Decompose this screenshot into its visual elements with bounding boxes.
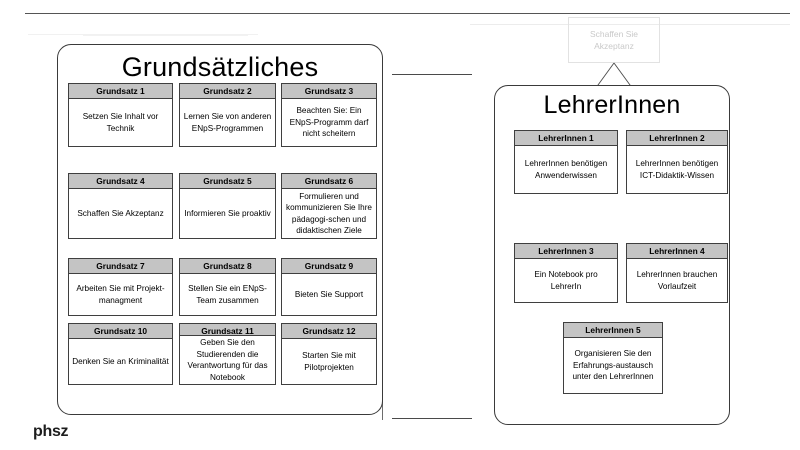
mid-rule-upper: [392, 74, 472, 75]
faint-rule-right: [470, 24, 790, 25]
card-body: Geben Sie den Studierenden die Verantwor…: [187, 338, 268, 382]
faint-rule-left: [28, 34, 258, 35]
card-grundsatz-12[interactable]: Grundsatz 12 Starten Sie mit Pilotprojek…: [281, 323, 377, 385]
card-grundsatz-10[interactable]: Grundsatz 10 Denken Sie an Kriminalität: [68, 323, 173, 385]
panel-left-title: Grundsätzliches: [121, 52, 319, 82]
card-grundsatz-1[interactable]: Grundsatz 1 Setzen Sie Inhalt vor Techni…: [68, 83, 173, 147]
card-grundsatz-3[interactable]: Grundsatz 3 Beachten Sie: Ein ENpS-Progr…: [281, 83, 377, 147]
card-body: Bieten Sie Support: [294, 289, 364, 299]
card-header: Grundsatz 2: [180, 84, 275, 99]
card-lehrerinnen-4[interactable]: LehrerInnen 4 LehrerInnen brauchen Vorla…: [626, 243, 728, 303]
ghost-box-line1: Schaffen Sie: [589, 29, 639, 39]
ghost-box-line2: Akzeptanz: [594, 41, 634, 51]
card-body: Informieren Sie proaktiv: [184, 208, 271, 218]
card-header: Grundsatz 3: [282, 84, 376, 99]
panel-right-title: LehrerInnen: [543, 91, 681, 119]
card-body: LehrerInnen benötigen Anwenderwissen: [524, 159, 608, 180]
card-header: Grundsatz 6: [282, 174, 376, 189]
card-header: Grundsatz 8: [180, 259, 275, 274]
card-lehrerinnen-3[interactable]: LehrerInnen 3 Ein Notebook pro LehrerIn: [514, 243, 618, 303]
top-divider-rule: [25, 13, 790, 14]
card-grundsatz-7[interactable]: Grundsatz 7 Arbeiten Sie mit Projekt-man…: [68, 258, 173, 316]
mid-rule-lower: [392, 418, 472, 419]
card-header: Grundsatz 4: [69, 174, 172, 189]
card-grundsatz-9[interactable]: Grundsatz 9 Bieten Sie Support: [281, 258, 377, 316]
card-grundsatz-5[interactable]: Grundsatz 5 Informieren Sie proaktiv: [179, 173, 276, 239]
card-header: LehrerInnen 1: [515, 131, 617, 146]
card-header: Grundsatz 11: [180, 324, 275, 337]
card-header: Grundsatz 7: [69, 259, 172, 274]
card-body: Starten Sie mit Pilotprojekten: [302, 351, 356, 372]
card-body: Ein Notebook pro LehrerIn: [534, 270, 598, 291]
card-body: LehrerInnen benötigen ICT-Didaktik-Wisse…: [635, 159, 719, 180]
card-body: Formulieren und kommunizieren Sie Ihre p…: [285, 191, 372, 235]
card-body: Schaffen Sie Akzeptanz: [77, 208, 164, 218]
card-lehrerinnen-1[interactable]: LehrerInnen 1 LehrerInnen benötigen Anwe…: [514, 130, 618, 194]
card-header: LehrerInnen 4: [627, 244, 727, 259]
card-header: Grundsatz 9: [282, 259, 376, 274]
faint-rule-left-inner: [83, 35, 248, 36]
card-body: Stellen Sie ein ENpS-Team zusammen: [188, 284, 267, 305]
card-lehrerinnen-5[interactable]: LehrerInnen 5 Organisieren Sie den Erfah…: [563, 322, 663, 394]
card-body: Lernen Sie von anderen ENpS-Programmen: [183, 112, 272, 133]
phsz-logo: phsz: [33, 423, 69, 440]
card-header: LehrerInnen 3: [515, 244, 617, 259]
card-grundsatz-11[interactable]: Grundsatz 11 Geben Sie den Studierenden …: [179, 323, 276, 385]
card-header: Grundsatz 10: [69, 324, 172, 339]
card-body: Beachten Sie: Ein ENpS-Programm darf nic…: [289, 106, 369, 139]
card-header: LehrerInnen 2: [627, 131, 727, 146]
card-grundsatz-8[interactable]: Grundsatz 8 Stellen Sie ein ENpS-Team zu…: [179, 258, 276, 316]
ghost-box-schaffen-sie-akzeptanz: Schaffen Sie Akzeptanz: [568, 17, 660, 63]
card-header: Grundsatz 5: [180, 174, 275, 189]
card-grundsatz-4[interactable]: Grundsatz 4 Schaffen Sie Akzeptanz: [68, 173, 173, 239]
panel-grundsaetzliches: Grundsätzliches Grundsatz 1 Setzen Sie I…: [57, 44, 383, 415]
card-grundsatz-6[interactable]: Grundsatz 6 Formulieren und kommuniziere…: [281, 173, 377, 239]
card-body: Organisieren Sie den Erfahrungs-austausc…: [572, 349, 654, 382]
panel-lehrerinnen: LehrerInnen LehrerInnen 1 LehrerInnen be…: [494, 85, 730, 425]
card-body: Denken Sie an Kriminalität: [72, 356, 169, 366]
card-body: Setzen Sie Inhalt vor Technik: [82, 112, 159, 133]
card-grundsatz-2[interactable]: Grundsatz 2 Lernen Sie von anderen ENpS-…: [179, 83, 276, 147]
card-header: Grundsatz 1: [69, 84, 172, 99]
card-body: Arbeiten Sie mit Projekt-managment: [76, 284, 165, 305]
card-lehrerinnen-2[interactable]: LehrerInnen 2 LehrerInnen benötigen ICT-…: [626, 130, 728, 194]
card-body: LehrerInnen brauchen Vorlaufzeit: [636, 270, 718, 291]
card-header: Grundsatz 12: [282, 324, 376, 339]
card-header: LehrerInnen 5: [564, 323, 662, 338]
